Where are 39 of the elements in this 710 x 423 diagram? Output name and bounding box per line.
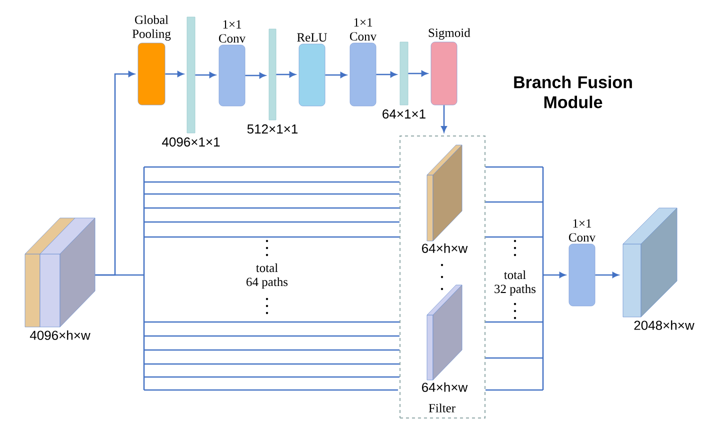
arrow [595, 272, 619, 278]
title: Branch Fusion Module [514, 76, 632, 108]
node-label: 1×1 Conv [350, 18, 377, 41]
arrow [325, 72, 347, 78]
path-count: total 64 paths [246, 263, 288, 289]
node-label: 1×1 Conv [568, 219, 596, 242]
node-label: ReLU [297, 33, 328, 42]
arrow [165, 71, 184, 77]
conv-box: 1×1 Conv [568, 219, 596, 306]
vector-bar: 512×1×1 [247, 28, 298, 134]
vector-bar: 64×1×1 [382, 42, 426, 119]
node-label: 4096×h×w [30, 330, 90, 340]
node-label: 64×h×w [422, 243, 468, 253]
node-label: 2048×h×w [634, 320, 694, 330]
arrow [276, 72, 296, 78]
feature-slab: 64×h×w [422, 284, 468, 392]
node-label: 4096×1×1 [162, 137, 220, 147]
node-label: Sigmoid [428, 28, 470, 40]
node-label: Global Pooling [132, 15, 171, 41]
node-label: 64×1×1 [382, 109, 426, 119]
arrow [195, 72, 216, 78]
tensor-block: 2048×h×w [622, 208, 694, 330]
arrow [484, 166, 566, 391]
node-label: 512×1×1 [247, 124, 298, 134]
pooling-box: Global Pooling [132, 15, 171, 106]
tensor-block: 4096×h×w [24, 218, 96, 340]
conv-box: 1×1 Conv [218, 20, 246, 106]
feature-slab: 64×h×w [422, 144, 468, 253]
node-label: 1×1 Conv [218, 20, 246, 43]
arrow [94, 166, 400, 391]
arrow [408, 70, 428, 76]
conv-box: 1×1 Conv [350, 18, 377, 106]
sigmoid-box: Sigmoid [428, 28, 470, 106]
arrow [245, 72, 266, 78]
node-label: 64×h×w [422, 382, 468, 392]
arrow [441, 105, 447, 132]
arrow [376, 72, 397, 78]
relu-box: ReLU [297, 33, 328, 106]
path-count: total 32 paths [494, 270, 536, 296]
